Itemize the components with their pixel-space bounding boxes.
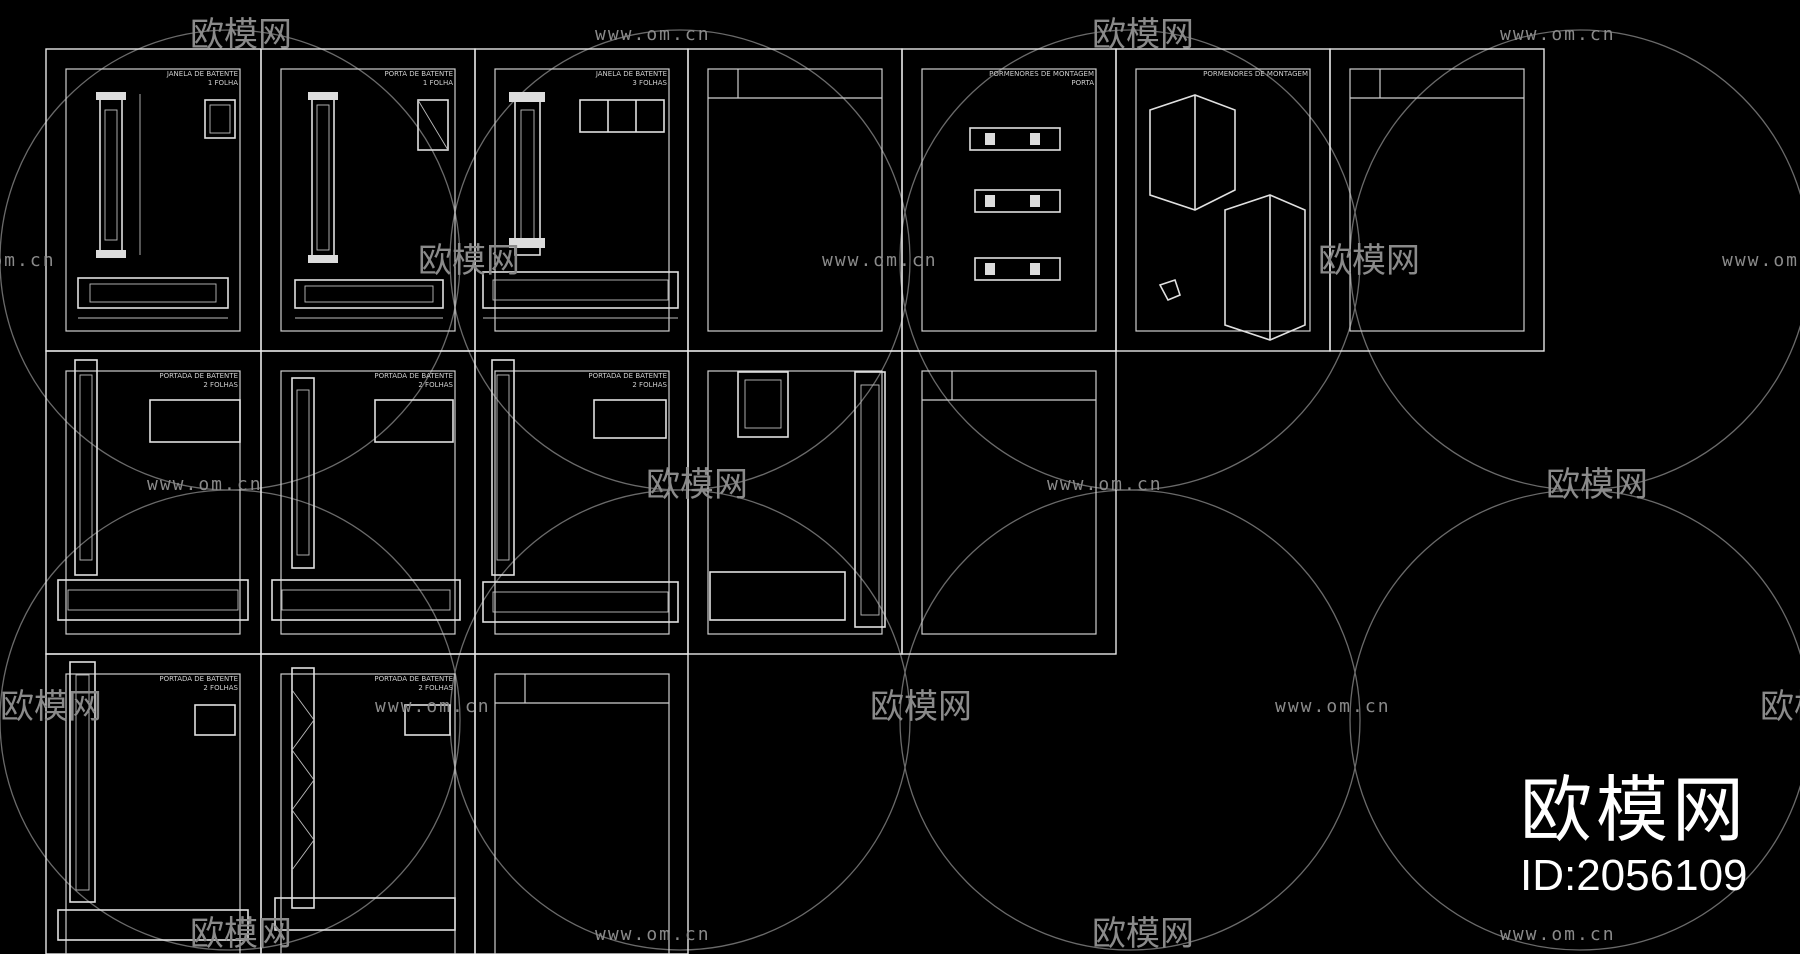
watermark-url: www.om.cn	[595, 24, 711, 45]
drawing-shutter-sections-row3	[57, 661, 456, 941]
watermark-brand: 欧模网	[418, 241, 520, 281]
sheet-title: PORTADA DE BATENTE	[159, 372, 238, 380]
watermark-url: www.om.cn	[0, 250, 56, 271]
watermark-brand: 欧模网	[646, 465, 748, 505]
watermark-url: www.om.cn	[1275, 696, 1391, 717]
sheet-title: PORMENORES DE MONTAGEM	[1203, 70, 1308, 78]
watermark-brand: 欧模网	[1546, 465, 1648, 505]
watermark-url: www.om.cn	[1500, 24, 1616, 45]
sheet-title: JANELA DE BATENTE	[595, 70, 667, 78]
sheet-title: PORTADA DE BATENTE	[374, 675, 453, 683]
drawing-door-section-1	[294, 92, 449, 319]
sheet-subtitle: 2 FOLHAS	[418, 381, 453, 389]
sheet-title: PORTA DE BATENTE	[384, 70, 453, 78]
watermark-brand: 欧模网	[870, 687, 972, 727]
watermark-url: www.om.cn	[822, 250, 938, 271]
watermark-brand: 欧模网	[190, 914, 292, 954]
watermark-brand: 欧模网	[1092, 15, 1194, 55]
watermark-logos: 欧模网 欧模网 欧模网 欧模网 欧模网 欧模网 欧模网 欧模网 欧模网 欧模网 …	[0, 15, 1800, 954]
watermark-url: www.om.cn	[1047, 474, 1163, 495]
watermark-url: www.om.cn	[147, 474, 263, 495]
drawing-window-3-leaves	[482, 92, 679, 319]
drawing-isometric-profiles	[1149, 94, 1306, 341]
sheet-subtitle: PORTA	[1071, 79, 1094, 87]
sheet-subtitle: 2 FOLHAS	[632, 381, 667, 389]
sheet-subtitle: 2 FOLHAS	[203, 381, 238, 389]
sheet-subtitle: 2 FOLHAS	[203, 684, 238, 692]
drawing-window-section-1	[77, 92, 236, 319]
drawing-assembly-details	[969, 127, 1061, 281]
drawing-shutter-sections	[57, 359, 886, 628]
sheet-title: PORMENORES DE MONTAGEM	[989, 70, 1094, 78]
sheet-titles: JANELA DE BATENTE 1 FOLHA PORTA DE BATEN…	[159, 70, 1308, 692]
sheet-inner-borders	[65, 68, 1525, 954]
sheet-title: PORTADA DE BATENTE	[588, 372, 667, 380]
watermark-url: www.om.cn	[595, 924, 711, 945]
watermark-url: www.om.cn	[1722, 250, 1800, 271]
sheet-title: PORTADA DE BATENTE	[374, 372, 453, 380]
sheet-title: PORTADA DE BATENTE	[159, 675, 238, 683]
brand-badge: 欧模网 ID:2056109	[1520, 770, 1748, 902]
sheet-subtitle: 3 FOLHAS	[632, 79, 667, 87]
watermark-url: www.om.cn	[375, 696, 491, 717]
watermark-brand: 欧模网	[1760, 687, 1800, 727]
watermark-arcs	[0, 29, 1800, 951]
watermark-brand: 欧模网	[0, 687, 102, 727]
sheet-title: JANELA DE BATENTE	[166, 70, 238, 78]
sheet-subtitle: 1 FOLHA	[423, 79, 453, 87]
brand-name: 欧模网	[1519, 768, 1748, 852]
sheet-frames	[45, 48, 1545, 954]
watermark-url: www.om.cn	[1500, 924, 1616, 945]
watermark-brand: 欧模网	[190, 15, 292, 55]
sheet-subtitle: 2 FOLHAS	[418, 684, 453, 692]
model-id: ID:2056109	[1519, 851, 1748, 900]
sheet-subtitle: 1 FOLHA	[208, 79, 238, 87]
watermark-brand: 欧模网	[1092, 914, 1194, 954]
watermark-brand: 欧模网	[1318, 241, 1420, 281]
